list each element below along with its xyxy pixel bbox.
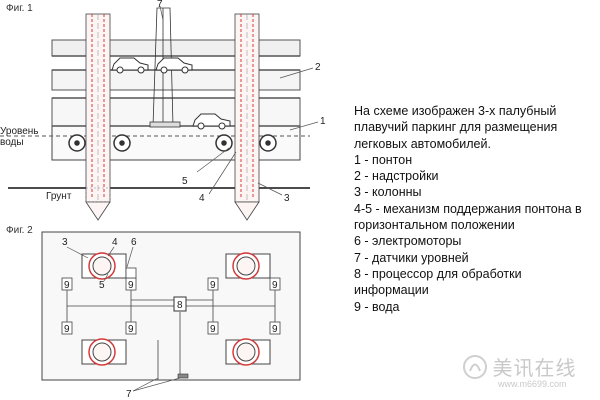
column-assembly [81, 338, 127, 366]
callout-1: 1 [320, 116, 326, 127]
fig1-structure: Уровень воды Грунт 7 2 1 5 4 3 [0, 0, 326, 221]
column-right [234, 13, 260, 221]
processor-box [173, 296, 187, 312]
callout-6: 6 [131, 237, 137, 248]
watermark-text: 美讯在线 [492, 358, 577, 380]
water-box: 9 [64, 324, 70, 335]
callout-5: 5 [99, 280, 105, 291]
watermark-url: www.m6699.com [498, 379, 567, 389]
water-box: 9 [272, 324, 278, 335]
processor-label: 8 [177, 300, 183, 311]
watermark: 美讯在线 www.m6699.com [462, 352, 576, 389]
callout-4: 4 [199, 193, 205, 204]
sensor-box [177, 373, 189, 379]
callout-7: 7 [157, 0, 163, 10]
fig2-label: Фиг. 2 [6, 225, 33, 236]
callout-3: 3 [62, 237, 68, 248]
roller-icons [68, 134, 277, 152]
car-icon [192, 113, 231, 130]
water-box: 9 [64, 280, 70, 291]
water-label-1: Уровень [0, 126, 39, 137]
legend-item-4-5: 4-5 - механизм поддержания понтона в гор… [354, 201, 582, 233]
callout-3: 3 [284, 193, 290, 204]
callout-5: 5 [182, 176, 188, 187]
column-left [85, 13, 111, 221]
car-icon [111, 57, 149, 74]
water-box: 9 [210, 324, 216, 335]
callout-2: 2 [315, 62, 321, 73]
legend-intro: На схеме изображен 3-х палубный плавучий… [354, 104, 558, 151]
water-box: 9 [128, 280, 134, 291]
water-box: 9 [128, 324, 134, 335]
water-box: 9 [272, 280, 278, 291]
water-label-2: воды [0, 137, 24, 148]
column-assembly [225, 252, 271, 280]
car-icon [155, 57, 193, 74]
legend-item-8: 8 - процессор для обработки информации [354, 266, 522, 298]
legend-item-7: 7 - датчики уровней [354, 250, 469, 265]
column-assembly [225, 338, 271, 366]
column-assembly [81, 252, 127, 280]
fig1-label: Фиг. 1 [6, 3, 33, 14]
legend-item-3: 3 - колонны [354, 185, 422, 200]
fig2-plan: 9 9 9 9 9 9 9 9 8 3 4 6 5 7 [41, 231, 301, 400]
legend-panel: На схеме изображен 3-х палубный плавучий… [354, 103, 594, 315]
water-box: 9 [210, 280, 216, 291]
legend-item-2: 2 - надстройки [354, 169, 439, 184]
watermark-logo-icon [463, 354, 487, 379]
ground-label: Грунт [46, 191, 72, 202]
legend-item-9: 9 - вода [354, 299, 400, 314]
callout-4: 4 [112, 237, 118, 248]
legend-item-1: 1 - понтон [354, 152, 413, 167]
legend-item-6: 6 - электромоторы [354, 234, 462, 249]
callout-7: 7 [126, 389, 132, 400]
